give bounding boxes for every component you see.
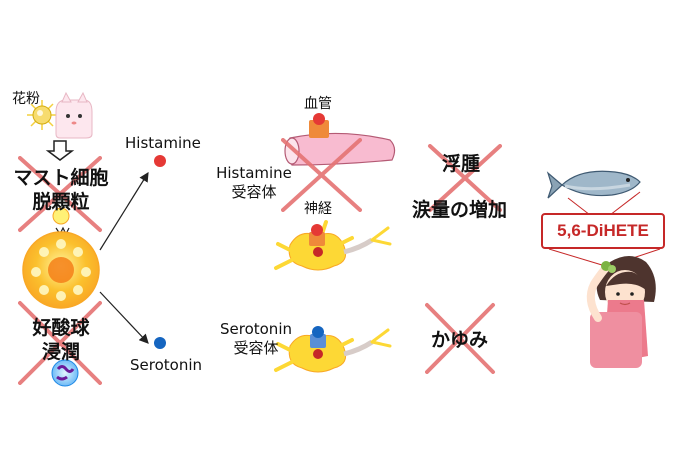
blood-vessel-label: 血管: [304, 96, 332, 112]
tear-increase-label: 涙量の増加: [412, 199, 508, 221]
mast-cell-icon: [22, 207, 100, 309]
mast-cell-degranulation-line2: 脱顆粒: [32, 191, 90, 213]
serotonin-label: Serotonin: [130, 356, 203, 374]
compound-callout: 5,6-DiHETE: [541, 213, 665, 249]
arrow-to-serotonin: [99, 291, 149, 344]
eosinophil-line1: 好酸球: [32, 317, 90, 339]
itch-label: かゆみ: [431, 329, 489, 351]
inhibition-cross-symptoms: [425, 144, 502, 374]
neuron-icon: [274, 220, 392, 271]
serotonin-dot: [154, 337, 166, 349]
histamine-label: Histamine: [125, 134, 201, 152]
pollen-label: 花粉: [12, 91, 40, 107]
histamine-receptor-line1: Histamine: [216, 164, 292, 182]
fish-icon: [546, 170, 641, 199]
pollen-flower-icon: [27, 100, 57, 130]
serotonin-receptor-line1: Serotonin: [219, 320, 292, 338]
edema-label: 浮腫: [442, 153, 481, 175]
eosinophil-icon: [51, 359, 79, 387]
mast-cell-degranulation-line1: マスト細胞: [13, 167, 109, 189]
inhibition-cross-histamine-receptor: [281, 138, 362, 212]
histamine-dot: [154, 155, 166, 167]
nerve-label: 神経: [304, 201, 332, 217]
arrow-to-histamine: [99, 171, 149, 251]
blood-vessel-icon: [284, 113, 396, 166]
neuron-serotonin-icon: [274, 326, 392, 373]
down-arrow: [45, 140, 75, 161]
eosinophil-line2: 浸潤: [41, 341, 80, 363]
eyedrop-person-icon: [586, 256, 656, 368]
serotonin-receptor-line2: 受容体: [233, 339, 279, 357]
inhibition-cross-left: [18, 156, 102, 385]
histamine-receptor-line2: 受容体: [231, 183, 277, 201]
animal-icon: [55, 91, 93, 139]
